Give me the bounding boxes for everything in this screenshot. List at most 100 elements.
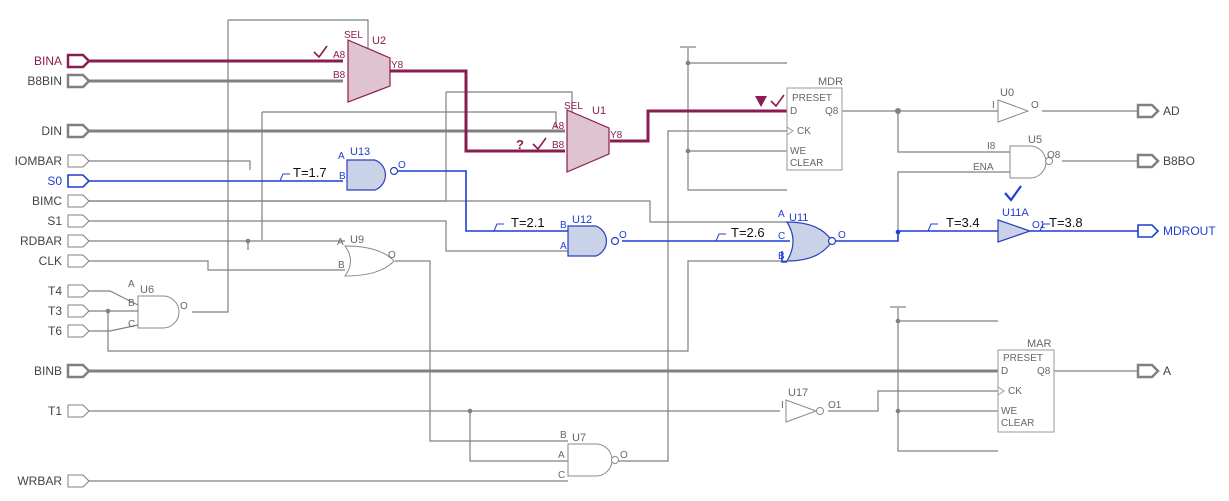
port-b8bo[interactable]: B8BO xyxy=(1136,153,1195,169)
mux-u1-y: Y8 xyxy=(610,130,623,141)
check-icon[interactable] xyxy=(1004,185,1022,202)
mux-u2-a: A8 xyxy=(333,50,346,61)
nor-u11[interactable]: U11 A C B O xyxy=(778,209,846,262)
check-icon[interactable] xyxy=(532,137,547,151)
output-ports: AD B8BO MDROUT A xyxy=(1136,103,1216,379)
inverter-u17-ref: U17 xyxy=(788,387,808,399)
and-u7-b: B xyxy=(560,430,567,441)
port-t6[interactable]: T6 xyxy=(48,324,90,338)
timing-labels: T=1.7 T=2.1 T=2.6 T=3.4 T=3.8 xyxy=(279,165,1083,242)
nand-u12-o: O xyxy=(619,230,627,241)
gate-u5-i: I8 xyxy=(987,141,996,152)
register-mdr-we: WE xyxy=(790,146,806,157)
port-s0[interactable]: S0 xyxy=(47,174,91,188)
register-mdr-preset: PRESET xyxy=(792,93,832,104)
port-bina[interactable]: BINA xyxy=(34,53,91,69)
port-wrbar[interactable]: WRBAR xyxy=(17,474,90,488)
and-u7-ref: U7 xyxy=(572,432,586,444)
nand-u13-a: A xyxy=(338,151,345,162)
mux-u1-a: A8 xyxy=(552,121,565,132)
port-t3[interactable]: T3 xyxy=(48,304,90,318)
port-t4[interactable]: T4 xyxy=(48,284,90,298)
and-u6-b: B xyxy=(128,298,135,309)
nand-u12[interactable]: U12 B A O xyxy=(560,214,627,257)
port-bimc[interactable]: BIMC xyxy=(32,194,90,208)
port-din[interactable]: DIN xyxy=(41,123,91,139)
check-icon[interactable] xyxy=(770,94,785,108)
nand-u12-ref: U12 xyxy=(572,214,592,226)
port-s1[interactable]: S1 xyxy=(47,214,90,228)
timing-label-1: T=1.7 xyxy=(293,165,327,180)
port-b8bin-label: B8BIN xyxy=(27,74,62,88)
port-clk-label: CLK xyxy=(39,254,62,268)
input-ports: BINA B8BIN DIN IOMBAR S0 BIMC S1 RDBAR xyxy=(15,53,91,488)
port-binb[interactable]: BINB xyxy=(34,363,91,379)
and-u6-o: O xyxy=(180,301,188,312)
magenta-signal-path xyxy=(89,59,787,153)
register-mar-preset: PRESET xyxy=(1003,353,1043,364)
port-wrbar-label: WRBAR xyxy=(17,474,62,488)
port-t1-label: T1 xyxy=(48,404,62,418)
timing-label-4: T=3.4 xyxy=(946,215,980,230)
port-iombar-label: IOMBAR xyxy=(15,154,63,168)
port-t6-label: T6 xyxy=(48,324,62,338)
or-u9-b: B xyxy=(338,260,345,271)
port-binb-label: BINB xyxy=(34,364,62,378)
gate-u5-o: O8 xyxy=(1047,150,1061,161)
buffer-u0[interactable]: U0 I O xyxy=(992,87,1039,123)
register-mar-d: D xyxy=(1001,366,1008,377)
check-icon[interactable] xyxy=(313,45,328,59)
port-rdbar[interactable]: RDBAR xyxy=(20,234,90,248)
and-u7-a: A xyxy=(558,450,565,461)
register-mar-we: WE xyxy=(1001,406,1017,417)
timing-label-5: T=3.8 xyxy=(1049,215,1083,230)
port-mdrout[interactable]: MDROUT xyxy=(1137,224,1216,238)
register-mar[interactable]: MAR PRESET D Q8 CK WE CLEAR xyxy=(997,338,1055,433)
and-u6[interactable]: U6 A B C O xyxy=(128,279,188,330)
question-marker[interactable]: ? xyxy=(516,137,524,152)
register-mar-q: Q8 xyxy=(1037,366,1051,377)
port-t1[interactable]: T1 xyxy=(48,404,90,418)
and-u7-o: O xyxy=(620,450,628,461)
port-iombar[interactable]: IOMBAR xyxy=(15,154,90,168)
nand-u13-ref: U13 xyxy=(350,146,370,158)
nor-u11-b: B xyxy=(778,251,785,262)
register-mdr[interactable]: MDR PRESET D Q8 CK WE CLEAR xyxy=(786,76,843,171)
port-mdrout-label: MDROUT xyxy=(1163,224,1216,238)
mux-u2[interactable]: SEL U2 A8 B8 Y8 xyxy=(333,30,404,103)
port-a-label: A xyxy=(1163,364,1171,378)
nand-u13-b: B xyxy=(339,171,346,182)
register-mar-ck: CK xyxy=(1008,386,1022,397)
port-ad-label: AD xyxy=(1163,104,1180,118)
port-t3-label: T3 xyxy=(48,304,62,318)
markers: ? xyxy=(313,45,1022,202)
port-din-label: DIN xyxy=(41,124,62,138)
probe-triangle-icon[interactable] xyxy=(755,96,767,107)
register-mdr-q: Q8 xyxy=(825,106,839,117)
or-u9[interactable]: U9 A B O xyxy=(337,234,396,277)
port-a[interactable]: A xyxy=(1136,363,1171,379)
port-s1-label: S1 xyxy=(47,214,62,228)
timing-label-3: T=2.6 xyxy=(731,225,765,240)
buffer-u0-o: O xyxy=(1031,100,1039,111)
and-u6-c: C xyxy=(128,319,135,330)
port-clk[interactable]: CLK xyxy=(39,254,90,268)
and-u6-ref: U6 xyxy=(140,284,154,296)
mux-u2-y: Y8 xyxy=(391,60,404,71)
nor-u11-c: C xyxy=(778,231,785,242)
register-mdr-d: D xyxy=(790,106,797,117)
and-u7[interactable]: U7 B A C O xyxy=(558,430,628,481)
and-u7-c: C xyxy=(558,470,565,481)
or-u9-ref: U9 xyxy=(350,234,364,246)
mux-u1[interactable]: SEL U1 A8 B8 Y8 xyxy=(552,101,623,173)
mux-u1-b: B8 xyxy=(552,140,565,151)
gate-u5[interactable]: U5 I8 ENA O8 xyxy=(973,134,1061,179)
buffer-u11a[interactable]: U11A O1 xyxy=(997,207,1046,243)
nand-u12-a: A xyxy=(560,241,567,252)
mux-u2-sel: SEL xyxy=(344,30,363,41)
port-b8bin[interactable]: B8BIN xyxy=(27,73,91,89)
nand-u13[interactable]: U13 A B O xyxy=(338,146,406,191)
inverter-u17[interactable]: U17 I O1 xyxy=(781,387,842,423)
gate-u5-ref: U5 xyxy=(1028,134,1042,146)
port-ad[interactable]: AD xyxy=(1136,103,1180,119)
